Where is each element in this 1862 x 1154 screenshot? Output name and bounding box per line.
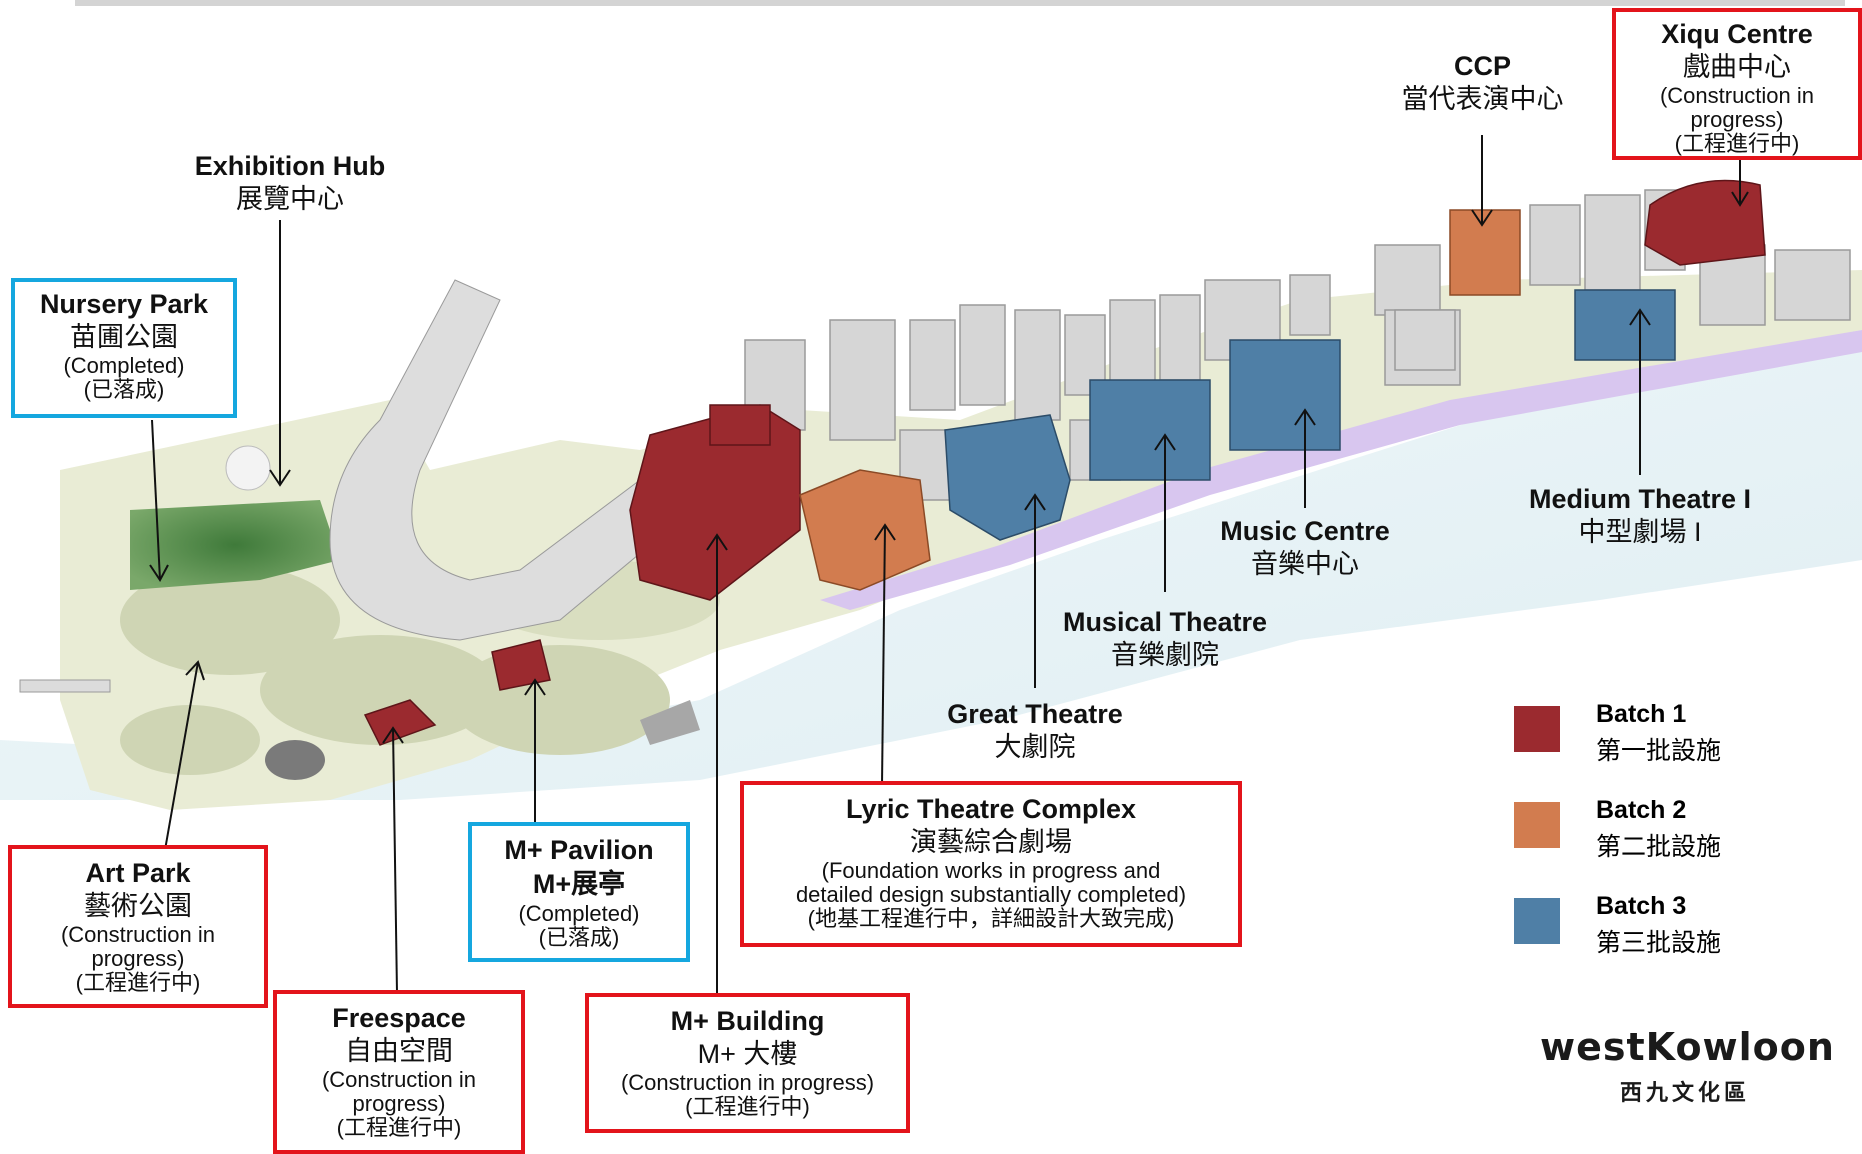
nursery-park-area bbox=[130, 500, 340, 590]
batch1-buildings bbox=[363, 179, 1766, 746]
grey-buildings bbox=[744, 189, 1851, 501]
exhibition-hub-name-zh: 展覽中心 bbox=[236, 184, 344, 214]
nursery-park-name-en: Nursery Park bbox=[39, 289, 209, 319]
label-musical-theatre: Musical Theatre 音樂劇院 bbox=[1045, 606, 1285, 672]
label-m-plus-building: M+ Building M+ 大樓 (Construction in progr… bbox=[585, 993, 910, 1133]
legend-label-zh: 第二批設施 bbox=[1596, 833, 1722, 861]
pointer-lines bbox=[149, 135, 1749, 1003]
freespace-name-zh: 自由空間 bbox=[345, 1036, 453, 1066]
medium-theatre-name-zh: 中型劇場 I bbox=[1578, 517, 1702, 547]
lyric-theatre-name-zh: 演藝綜合劇場 bbox=[910, 827, 1072, 857]
m-plus-building-name-zh: M+ 大樓 bbox=[697, 1039, 798, 1069]
musical-theatre-name-zh: 音樂劇院 bbox=[1111, 640, 1219, 670]
great-theatre-name-en: Great Theatre bbox=[947, 699, 1123, 729]
pier bbox=[19, 679, 111, 693]
musical-theatre-name-en: Musical Theatre bbox=[1062, 607, 1268, 637]
label-xiqu-centre: Xiqu Centre 戲曲中心 (Construction in progre… bbox=[1612, 8, 1862, 160]
nursery-park-name-zh: 苗圃公園 bbox=[70, 322, 178, 352]
music-centre-name-en: Music Centre bbox=[1220, 516, 1390, 546]
exhibition-dome bbox=[225, 445, 271, 491]
xiqu-centre-name-en: Xiqu Centre bbox=[1661, 19, 1813, 49]
park-area-3 bbox=[450, 645, 670, 755]
m-plus-pavilion-name-zh: M+展亭 bbox=[532, 869, 626, 899]
small-structure bbox=[265, 740, 325, 780]
legend-label-en: Batch 3 bbox=[1596, 892, 1687, 920]
art-park-status-en: (Construction in progress) bbox=[60, 922, 216, 971]
boat bbox=[640, 700, 700, 745]
label-m-plus-pavilion: M+ Pavilion M+展亭 (Completed) (已落成) bbox=[468, 822, 690, 962]
ccp-name-zh: 當代表演中心 bbox=[1401, 84, 1564, 114]
legend-label-en: Batch 1 bbox=[1596, 700, 1687, 728]
batch3-buildings bbox=[944, 289, 1676, 541]
park-area-2 bbox=[260, 635, 500, 745]
park-area-1 bbox=[120, 565, 340, 675]
lyric-theatre-status-en: (Foundation works in progress and detail… bbox=[795, 858, 1187, 907]
park-area-5 bbox=[120, 705, 260, 775]
logo-text-zh: 西九文化區 bbox=[1619, 1080, 1750, 1105]
freespace-status-zh: (工程進行中) bbox=[336, 1115, 462, 1140]
xiqu-centre-status-en: (Construction in progress) bbox=[1659, 83, 1815, 132]
freespace-name-en: Freespace bbox=[332, 1003, 466, 1033]
nursery-park-status-en: (Completed) bbox=[63, 353, 185, 378]
legend-label-en: Batch 2 bbox=[1596, 796, 1687, 824]
label-great-theatre: Great Theatre 大劇院 bbox=[925, 698, 1145, 764]
legend-swatch-batch3 bbox=[1514, 898, 1560, 944]
logo-text-en: westKowloon bbox=[1540, 1025, 1835, 1069]
label-medium-theatre: Medium Theatre I 中型劇場 I bbox=[1510, 483, 1770, 549]
medium-theatre-name-en: Medium Theatre I bbox=[1528, 484, 1752, 514]
m-plus-pavilion-status-en: (Completed) bbox=[518, 901, 640, 926]
legend-swatch-batch2 bbox=[1514, 802, 1560, 848]
xiqu-centre-name-zh: 戲曲中心 bbox=[1683, 52, 1791, 82]
art-park-name-zh: 藝術公園 bbox=[84, 891, 192, 921]
lyric-theatre-name-en: Lyric Theatre Complex bbox=[845, 794, 1137, 824]
lyric-theatre-status-zh: (地基工程進行中，詳細設計大致完成) bbox=[807, 906, 1175, 931]
harbour-water bbox=[0, 330, 1862, 800]
m-plus-building-name-en: M+ Building bbox=[670, 1006, 825, 1036]
art-park-name-en: Art Park bbox=[85, 858, 191, 888]
top-frame-bar bbox=[75, 0, 1845, 6]
xiqu-centre-status-zh: (工程進行中) bbox=[1674, 131, 1800, 156]
west-kowloon-logo: westKowloon 西九文化區 bbox=[1540, 1025, 1835, 1107]
legend-label-zh: 第三批設施 bbox=[1596, 929, 1722, 957]
label-nursery-park: Nursery Park 苗圃公園 (Completed) (已落成) bbox=[11, 278, 237, 418]
m-plus-pavilion-name-en: M+ Pavilion bbox=[504, 835, 654, 865]
legend-label-zh: 第一批設施 bbox=[1596, 737, 1722, 765]
label-freespace: Freespace 自由空間 (Construction in progress… bbox=[273, 990, 525, 1154]
label-exhibition-hub: Exhibition Hub 展覽中心 bbox=[180, 150, 400, 216]
label-art-park: Art Park 藝術公園 (Construction in progress)… bbox=[8, 845, 268, 1008]
m-plus-pavilion-status-zh: (已落成) bbox=[538, 925, 620, 950]
batch2-buildings bbox=[799, 209, 1521, 591]
legend-swatch-batch1 bbox=[1514, 706, 1560, 752]
promenade bbox=[820, 330, 1862, 610]
freespace-status-en: (Construction in progress) bbox=[321, 1067, 477, 1116]
curved-residential-block bbox=[329, 279, 681, 641]
m-plus-building-status-en: (Construction in progress) bbox=[620, 1070, 875, 1095]
ccp-name-en: CCP bbox=[1453, 51, 1511, 81]
label-music-centre: Music Centre 音樂中心 bbox=[1195, 515, 1415, 581]
nursery-park-status-zh: (已落成) bbox=[83, 377, 165, 402]
art-park-status-zh: (工程進行中) bbox=[75, 970, 201, 995]
label-lyric-theatre-complex: Lyric Theatre Complex 演藝綜合劇場 (Foundation… bbox=[740, 781, 1242, 947]
great-theatre-name-zh: 大劇院 bbox=[994, 732, 1076, 762]
music-centre-name-zh: 音樂中心 bbox=[1251, 549, 1359, 579]
exhibition-hub-name-en: Exhibition Hub bbox=[194, 151, 386, 181]
m-plus-building-status-zh: (工程進行中) bbox=[685, 1094, 810, 1119]
label-ccp: CCP 當代表演中心 bbox=[1375, 50, 1590, 116]
